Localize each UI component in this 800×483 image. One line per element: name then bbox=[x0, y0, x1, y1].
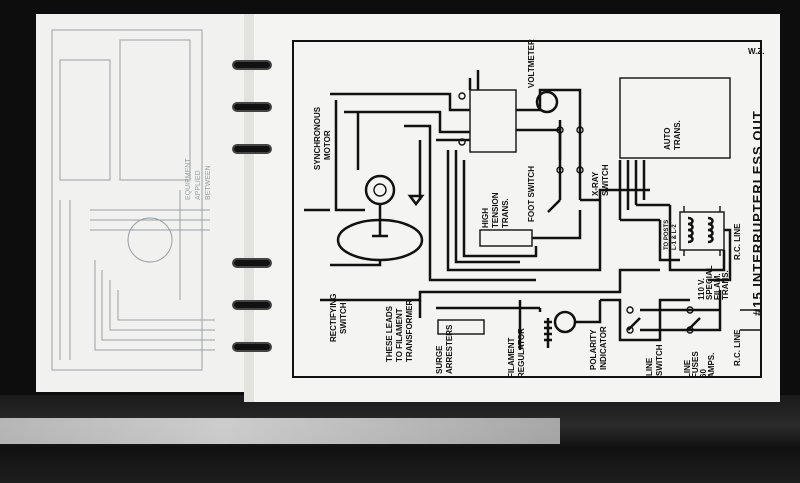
foot-switch-box bbox=[479, 229, 533, 247]
svg-text:FILAMENT: FILAMENT bbox=[507, 337, 516, 378]
svg-text:L-1 & L-2: L-1 & L-2 bbox=[672, 224, 678, 250]
motor-hub bbox=[373, 183, 387, 197]
label-surge-arresters: SURGE bbox=[435, 345, 444, 374]
diagram-frame bbox=[292, 40, 762, 378]
label-special-trans: FILAM. bbox=[713, 273, 722, 300]
label-xray-switch: X-RAY bbox=[591, 171, 600, 196]
svg-text:TRANS.: TRANS. bbox=[673, 120, 682, 150]
binder-ring bbox=[232, 102, 272, 112]
binder-ring bbox=[232, 60, 272, 70]
binder-ring bbox=[232, 300, 272, 310]
ghost-text: EQUIPMENT bbox=[185, 158, 192, 200]
left-page bbox=[36, 14, 246, 392]
polarity-indicator-dial bbox=[553, 310, 577, 334]
label-line-switch: LINE bbox=[645, 357, 654, 376]
special-filament-transformer bbox=[679, 206, 725, 256]
label-synchronous-motor: SYNCHRONOUS bbox=[313, 106, 322, 170]
label-line-fuses: FUSES bbox=[691, 351, 700, 378]
label-line-switch: SWITCH bbox=[655, 344, 664, 376]
svg-text:AUTO: AUTO bbox=[663, 127, 672, 150]
svg-text:AMPS.: AMPS. bbox=[707, 353, 716, 378]
label-auto-trans: AUTO bbox=[663, 127, 672, 150]
svg-text:REGULATOR: REGULATOR bbox=[517, 328, 526, 378]
svg-text:TENSION: TENSION bbox=[491, 192, 500, 228]
label-surge-arresters: ARRESTERS bbox=[445, 324, 454, 374]
switch-contacts bbox=[458, 92, 701, 334]
label-filament-leads: THESE LEADS bbox=[385, 305, 394, 362]
binder-ring bbox=[232, 342, 272, 352]
svg-text:MOTOR: MOTOR bbox=[323, 130, 332, 160]
label-filament-regulator: REGULATOR bbox=[517, 328, 526, 378]
label-rectifying-switch: SWITCH bbox=[339, 302, 348, 334]
filament-regulator-coil bbox=[544, 318, 552, 348]
label-to-posts: L-1 & L-2 bbox=[672, 224, 678, 250]
label-filament-leads: TO FILAMENT bbox=[395, 308, 404, 362]
scan-light-strip bbox=[0, 418, 560, 444]
binder-ring bbox=[232, 258, 272, 268]
voltmeter-dial bbox=[535, 90, 559, 114]
svg-text:TO FILAMENT: TO FILAMENT bbox=[395, 308, 404, 362]
label-special-trans: 110 V. bbox=[697, 278, 706, 300]
svg-text:60: 60 bbox=[699, 369, 708, 378]
label-line-fuses: 60 bbox=[699, 369, 708, 378]
svg-text:TRANS.: TRANS. bbox=[721, 270, 730, 300]
left-page-ghost-diagram: EQUIPMENT APPLIED BETWEEN bbox=[51, 29, 215, 371]
wiring bbox=[304, 70, 760, 350]
svg-text:TRANS.: TRANS. bbox=[501, 198, 510, 228]
label-polarity-indicator: INDICATOR bbox=[599, 326, 608, 370]
motor-shaft bbox=[372, 204, 388, 238]
svg-text:INDICATOR: INDICATOR bbox=[599, 326, 608, 370]
svg-text:SWITCH: SWITCH bbox=[655, 344, 664, 376]
label-rectifying-switch: RECTIFYING bbox=[329, 294, 338, 342]
label-synchronous-motor: MOTOR bbox=[323, 130, 332, 160]
svg-text:SPECIAL: SPECIAL bbox=[705, 265, 714, 300]
label-rc-line-bottom: R.C. LINE bbox=[733, 329, 742, 366]
svg-text:RECTIFYING: RECTIFYING bbox=[329, 294, 338, 342]
page-corner-mark: W.Z. bbox=[748, 47, 764, 56]
label-high-tension: TENSION bbox=[491, 192, 500, 228]
binder-ring bbox=[232, 144, 272, 154]
label-to-posts: TO POSTS bbox=[664, 220, 670, 250]
label-filament-leads: TRANSFORMER bbox=[405, 300, 414, 362]
svg-text:SYNCHRONOUS: SYNCHRONOUS bbox=[313, 106, 322, 170]
label-rc-line-top: R.C. LINE bbox=[733, 223, 742, 260]
label-special-trans: TRANS. bbox=[721, 270, 730, 300]
label-filament-regulator: FILAMENT bbox=[507, 337, 516, 378]
label-high-tension: HIGH bbox=[481, 208, 490, 228]
svg-text:POLARITY: POLARITY bbox=[589, 329, 598, 370]
svg-text:110 V.: 110 V. bbox=[697, 278, 706, 300]
auto-transformer-box bbox=[619, 77, 731, 159]
surge-arresters-box bbox=[437, 319, 485, 335]
synchronous-motor bbox=[364, 174, 396, 206]
svg-text:TO POSTS: TO POSTS bbox=[664, 220, 670, 250]
svg-text:LINE: LINE bbox=[645, 357, 654, 376]
label-auto-trans: TRANS. bbox=[673, 120, 682, 150]
svg-text:SWITCH: SWITCH bbox=[339, 302, 348, 334]
label-special-trans: SPECIAL bbox=[705, 265, 714, 300]
svg-text:LINE: LINE bbox=[683, 359, 692, 378]
svg-text:SURGE: SURGE bbox=[435, 345, 444, 374]
svg-text:FILAM.: FILAM. bbox=[713, 273, 722, 300]
binding bbox=[244, 14, 254, 402]
svg-text:HIGH: HIGH bbox=[481, 208, 490, 228]
diagram-title: #15 INTERRUPTERLESS OUT. bbox=[750, 107, 765, 316]
label-foot-switch: FOOT SWITCH bbox=[527, 166, 536, 222]
label-voltmeter: VOLTMETER bbox=[527, 39, 536, 88]
ghost-text: APPLIED bbox=[195, 170, 202, 200]
svg-text:THESE LEADS: THESE LEADS bbox=[385, 305, 394, 362]
label-polarity-indicator: POLARITY bbox=[589, 329, 598, 370]
label-xray-switch: SWITCH bbox=[601, 164, 610, 196]
ghost-text: BETWEEN bbox=[205, 165, 212, 200]
svg-text:ARRESTERS: ARRESTERS bbox=[445, 324, 454, 374]
label-high-tension: TRANS. bbox=[501, 198, 510, 228]
label-line-fuses: AMPS. bbox=[707, 353, 716, 378]
label-line-fuses: LINE bbox=[683, 359, 692, 378]
svg-text:X-RAY: X-RAY bbox=[591, 171, 600, 196]
svg-text:SWITCH: SWITCH bbox=[601, 164, 610, 196]
svg-text:FUSES: FUSES bbox=[691, 351, 700, 378]
svg-text:TRANSFORMER: TRANSFORMER bbox=[405, 300, 414, 362]
high-tension-transformer-box bbox=[469, 89, 517, 153]
